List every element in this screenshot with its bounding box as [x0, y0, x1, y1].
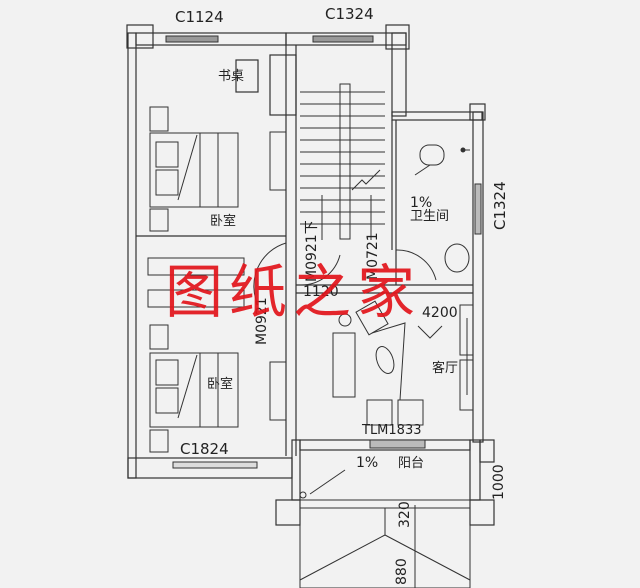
window-label-c1324-right: C1324	[491, 181, 509, 230]
room-label-balcony: 阳台	[398, 456, 425, 471]
canopy-dim-320: 320	[397, 501, 413, 528]
window-label-c1324-top: C1324	[325, 5, 374, 23]
living-furniture	[332, 300, 474, 426]
room-label-living-room: 客厅	[432, 361, 459, 376]
windows	[165, 35, 482, 469]
window-label-c1124: C1124	[175, 8, 224, 26]
canopy-dim-880: 880	[394, 558, 410, 585]
bath-slope-label: 1%	[410, 195, 433, 211]
beds	[147, 106, 287, 453]
room-label-bedroom-top: 卧室	[210, 214, 237, 229]
staircase	[300, 83, 385, 240]
corridor-dim-label: 1120	[303, 284, 339, 300]
balcony-depth-dim: 1000	[491, 464, 507, 500]
door-label-tlm1833: TLM1833	[362, 423, 422, 438]
room-label-bathroom: 卫生间	[410, 209, 450, 224]
balcony-slope-label: 1%	[356, 455, 379, 471]
room-label-bedroom-bottom: 卧室	[207, 377, 234, 392]
watermark: 图纸之家	[165, 258, 422, 326]
living-dim-label: 4200	[422, 305, 458, 321]
window-label-c1824: C1824	[180, 440, 229, 458]
door-swings	[253, 242, 437, 306]
balcony-canopy	[299, 164, 471, 588]
bathroom-fixtures	[419, 144, 470, 273]
room-label-study-desk: 书桌	[218, 69, 245, 84]
